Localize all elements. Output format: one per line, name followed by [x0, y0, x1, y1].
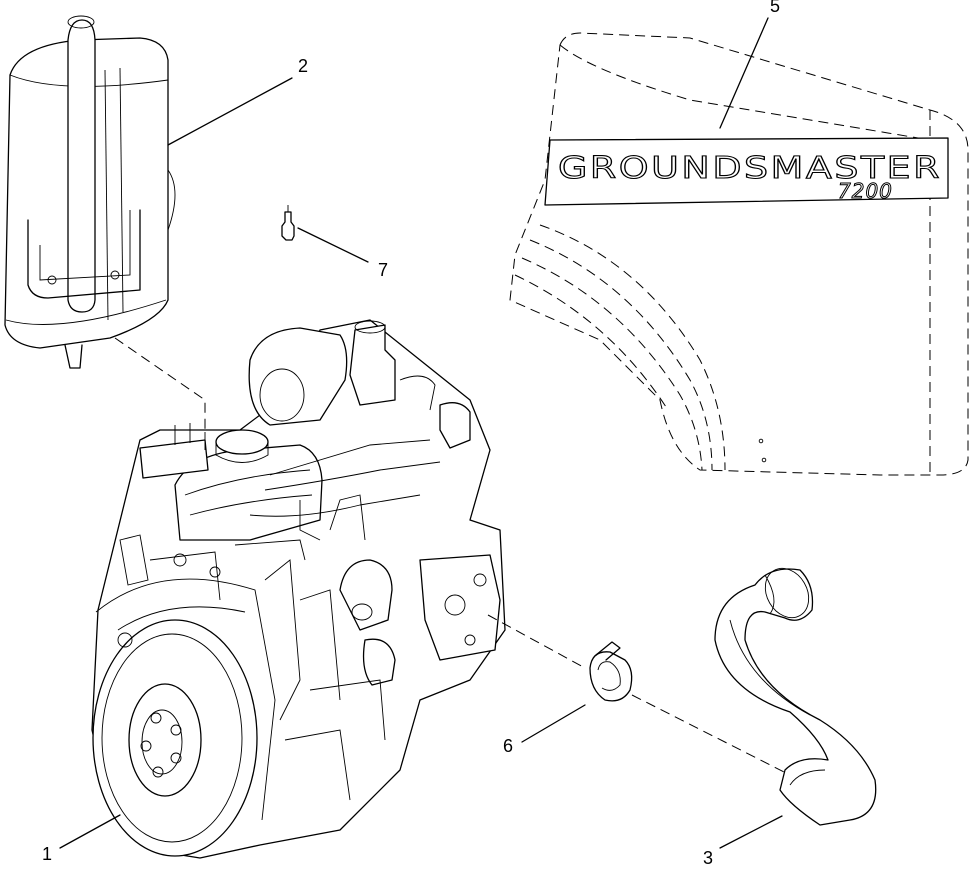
- engine: [91, 319, 506, 859]
- callout-leaders: [59, 17, 783, 849]
- muffler: [4, 15, 176, 369]
- callout-2-label: 2: [298, 56, 308, 76]
- decal-model-text: 7200: [838, 179, 893, 203]
- decal-brand-text: GROUNDSMASTER: [558, 151, 942, 186]
- callout-1-label: 1: [42, 844, 52, 864]
- decal: GROUNDSMASTER 7200: [509, 32, 969, 476]
- hose: [714, 567, 877, 826]
- callout-3-label: 3: [703, 848, 713, 868]
- callout-7-label: 7: [378, 260, 388, 280]
- assembly-line-a: [487, 614, 586, 669]
- clamp: [589, 641, 633, 702]
- mount-line: [114, 337, 206, 440]
- callout-5-label: 5: [770, 0, 780, 16]
- sensor: [281, 205, 295, 241]
- callout-6-label: 6: [503, 736, 513, 756]
- assembly-line-b: [631, 694, 791, 776]
